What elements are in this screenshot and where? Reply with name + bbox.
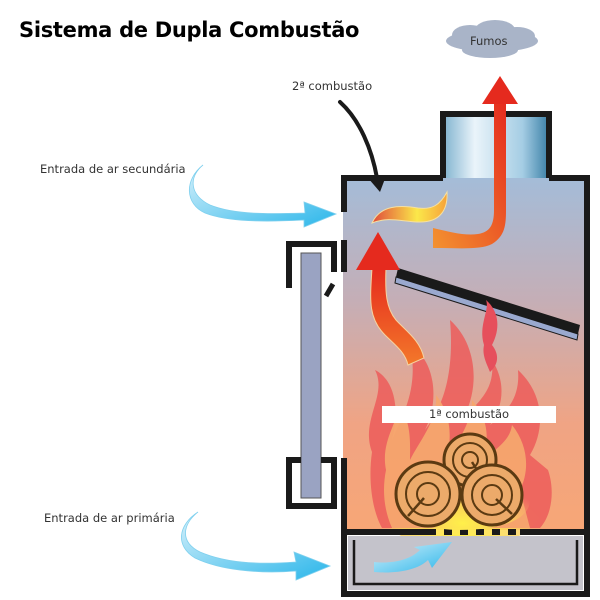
fumes-cloud <box>446 20 538 58</box>
hot-gas-arrow <box>356 232 425 366</box>
diagram-title: Sistema de Dupla Combustão <box>19 18 360 42</box>
ash-air-arrow <box>374 542 452 573</box>
second-combustion-pointer <box>338 100 386 192</box>
stove-outline <box>341 175 590 597</box>
fumes-label: Fumos <box>470 34 508 48</box>
primary-air-arrow <box>181 511 332 581</box>
stove-door <box>286 241 337 509</box>
grate <box>428 529 516 535</box>
firewood-logs <box>394 432 524 528</box>
fumes-arrow <box>433 76 518 249</box>
baffle-plate <box>394 268 580 341</box>
first-combustion-label: 1ª combustão <box>382 406 556 423</box>
primary-air-label: Entrada de ar primária <box>44 511 175 525</box>
log-right <box>460 463 524 527</box>
secondary-air-arrow <box>189 164 338 228</box>
secondary-flame <box>371 190 448 224</box>
second-combustion-label: 2ª combustão <box>292 79 373 93</box>
log-left <box>394 460 462 528</box>
secondary-air-label: Entrada de ar secundária <box>40 162 186 176</box>
